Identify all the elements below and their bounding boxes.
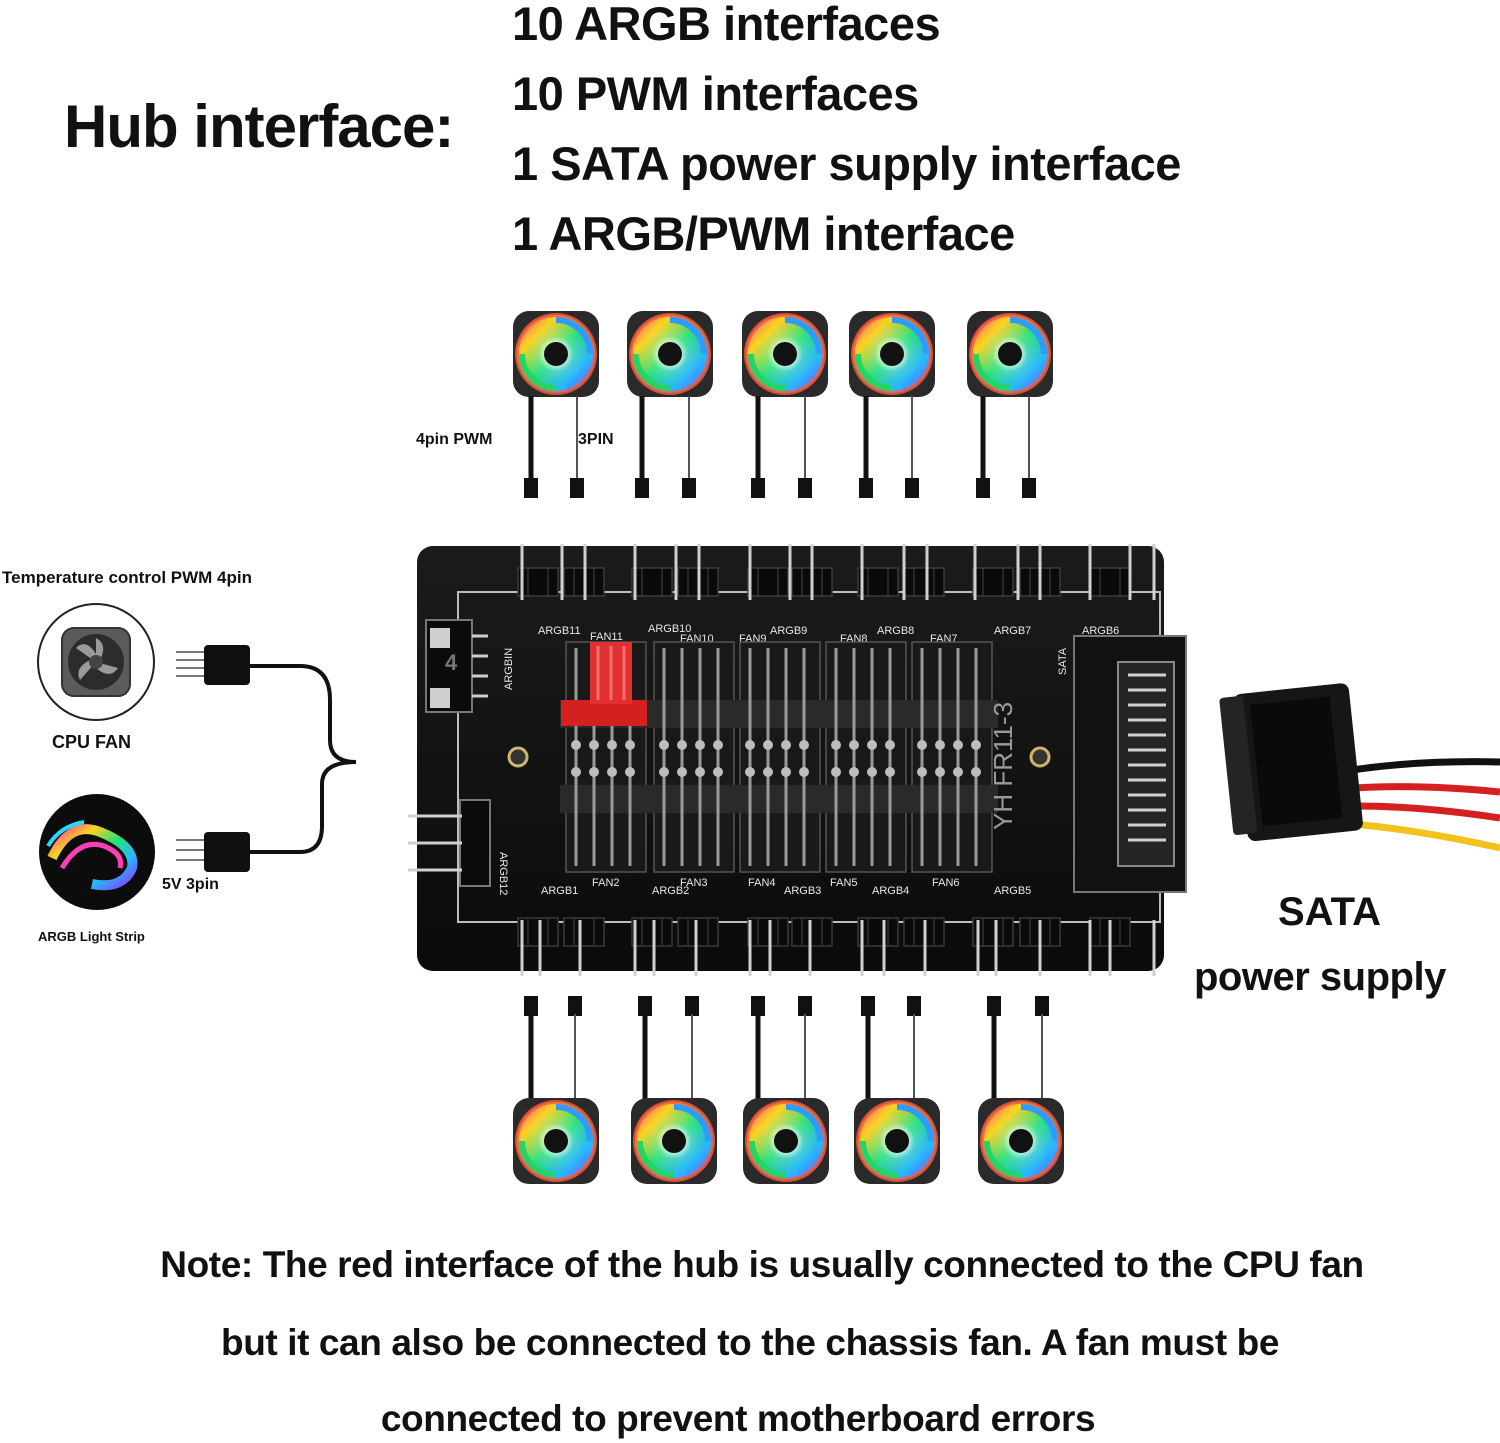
rgb-fan-icon bbox=[513, 311, 599, 397]
hub-interface-title: Hub interface: bbox=[64, 93, 454, 160]
rgb-fan-icon bbox=[743, 1098, 829, 1184]
top-fan-cables bbox=[528, 396, 1030, 480]
spec-sata-interface: 1 SATA power supply interface bbox=[512, 137, 1181, 190]
argb12-connector: ARGB12 bbox=[408, 799, 509, 895]
rgb-fan-icon bbox=[513, 1098, 599, 1184]
sata-title-label: SATA bbox=[1278, 890, 1381, 934]
top-port-labels: ARGB11 ARGB10 ARGB9 ARGB8 ARGB7 ARGB6 FA… bbox=[538, 623, 1119, 645]
bottom-fans bbox=[513, 1098, 1064, 1184]
cpu-fan-icon bbox=[37, 603, 155, 721]
top-pins bbox=[520, 544, 1156, 600]
bottom-fan-cables bbox=[528, 1014, 1043, 1110]
red-cpu-fan-header bbox=[561, 642, 647, 726]
rgb-fan-icon bbox=[978, 1098, 1064, 1184]
bottom-fan-plugs bbox=[524, 996, 1049, 1016]
argbin-label: ARGBIN bbox=[503, 648, 515, 690]
bottom-argb-label: ARGB4 bbox=[872, 885, 909, 897]
argb12-label: ARGB12 bbox=[497, 852, 509, 895]
board-sata-label: SATA bbox=[1057, 647, 1069, 675]
sata-sub-label: power supply bbox=[1194, 955, 1446, 999]
spec-argb-interfaces: 10 ARGB interfaces bbox=[512, 0, 941, 50]
top-fans bbox=[513, 311, 1053, 397]
top-fan-label: FAN11 bbox=[590, 631, 623, 643]
argb-strip-label: ARGB Light Strip bbox=[38, 929, 145, 944]
red-header-base bbox=[561, 700, 647, 726]
top-argb-label: ARGB7 bbox=[994, 625, 1031, 637]
rgb-fan-icon bbox=[967, 311, 1053, 397]
rgb-fan-icon bbox=[854, 1098, 940, 1184]
top-argb-label: ARGB8 bbox=[877, 625, 914, 637]
hub-board: ARGB11 ARGB10 ARGB9 ARGB8 ARGB7 ARGB6 FA… bbox=[408, 544, 1187, 976]
svg-text:4: 4 bbox=[445, 650, 458, 675]
sata-power-cable bbox=[1219, 683, 1500, 852]
bottom-fan-label: FAN2 bbox=[592, 877, 620, 889]
top-argb-label: ARGB10 bbox=[648, 623, 691, 635]
rgb-fan-icon bbox=[742, 311, 828, 397]
bottom-pins bbox=[520, 920, 1156, 976]
top-argb-label: ARGB11 bbox=[538, 625, 581, 637]
v5-3pin-label: 5V 3pin bbox=[162, 876, 219, 893]
argbin-connector: 4 ARGBIN bbox=[425, 619, 515, 713]
hub-wiring-diagram: ARGB11 ARGB10 ARGB9 ARGB8 ARGB7 ARGB6 FA… bbox=[37, 290, 1500, 1230]
strip-plug bbox=[204, 832, 250, 872]
note-line-3: connected to prevent motherboard errors bbox=[380, 1398, 1096, 1439]
left-cables bbox=[176, 645, 357, 872]
bottom-port-labels: ARGB1 ARGB2 ARGB3 ARGB4 ARGB5 FAN2 FAN3 … bbox=[541, 877, 1031, 897]
board-model-label: YH FR11-3 bbox=[988, 702, 1018, 830]
top-fan-plugs bbox=[524, 478, 1036, 498]
mount-hole bbox=[1029, 746, 1051, 768]
cpu-fan-label: CPU FAN bbox=[52, 732, 132, 752]
bottom-fan-label: FAN5 bbox=[830, 877, 858, 889]
note-line-2: but it can also be connected to the chas… bbox=[221, 1322, 1279, 1363]
bottom-argb-label: ARGB5 bbox=[994, 885, 1031, 897]
top-argb-label: ARGB9 bbox=[770, 625, 807, 637]
bottom-fan-label: FAN4 bbox=[748, 877, 776, 889]
temp-control-label: Temperature control PWM 4pin bbox=[2, 568, 252, 587]
spec-pwm-interfaces: 10 PWM interfaces bbox=[512, 67, 919, 120]
bottom-argb-label: ARGB2 bbox=[652, 885, 689, 897]
bottom-fan-label: FAN6 bbox=[932, 877, 960, 889]
note-line-1: Note: The red interface of the hub is us… bbox=[160, 1244, 1364, 1285]
rgb-fan-icon bbox=[631, 1098, 717, 1184]
pwm-4pin-label: 4pin PWM bbox=[416, 431, 493, 448]
board-sata-connector: SATA bbox=[1057, 635, 1187, 893]
rgb-fan-icon bbox=[627, 311, 713, 397]
top-argb-label: ARGB6 bbox=[1082, 625, 1119, 637]
rgb-fan-icon bbox=[849, 311, 935, 397]
cpu-fan-plug bbox=[204, 645, 250, 685]
bottom-argb-label: ARGB3 bbox=[784, 885, 821, 897]
spec-argb-pwm-interface: 1 ARGB/PWM interface bbox=[512, 207, 1015, 260]
led-strip-icon bbox=[39, 794, 155, 910]
bottom-argb-label: ARGB1 bbox=[541, 885, 578, 897]
bottom-fan-label: FAN3 bbox=[680, 877, 708, 889]
mount-hole bbox=[507, 746, 529, 768]
pin3-label: 3PIN bbox=[578, 431, 614, 448]
